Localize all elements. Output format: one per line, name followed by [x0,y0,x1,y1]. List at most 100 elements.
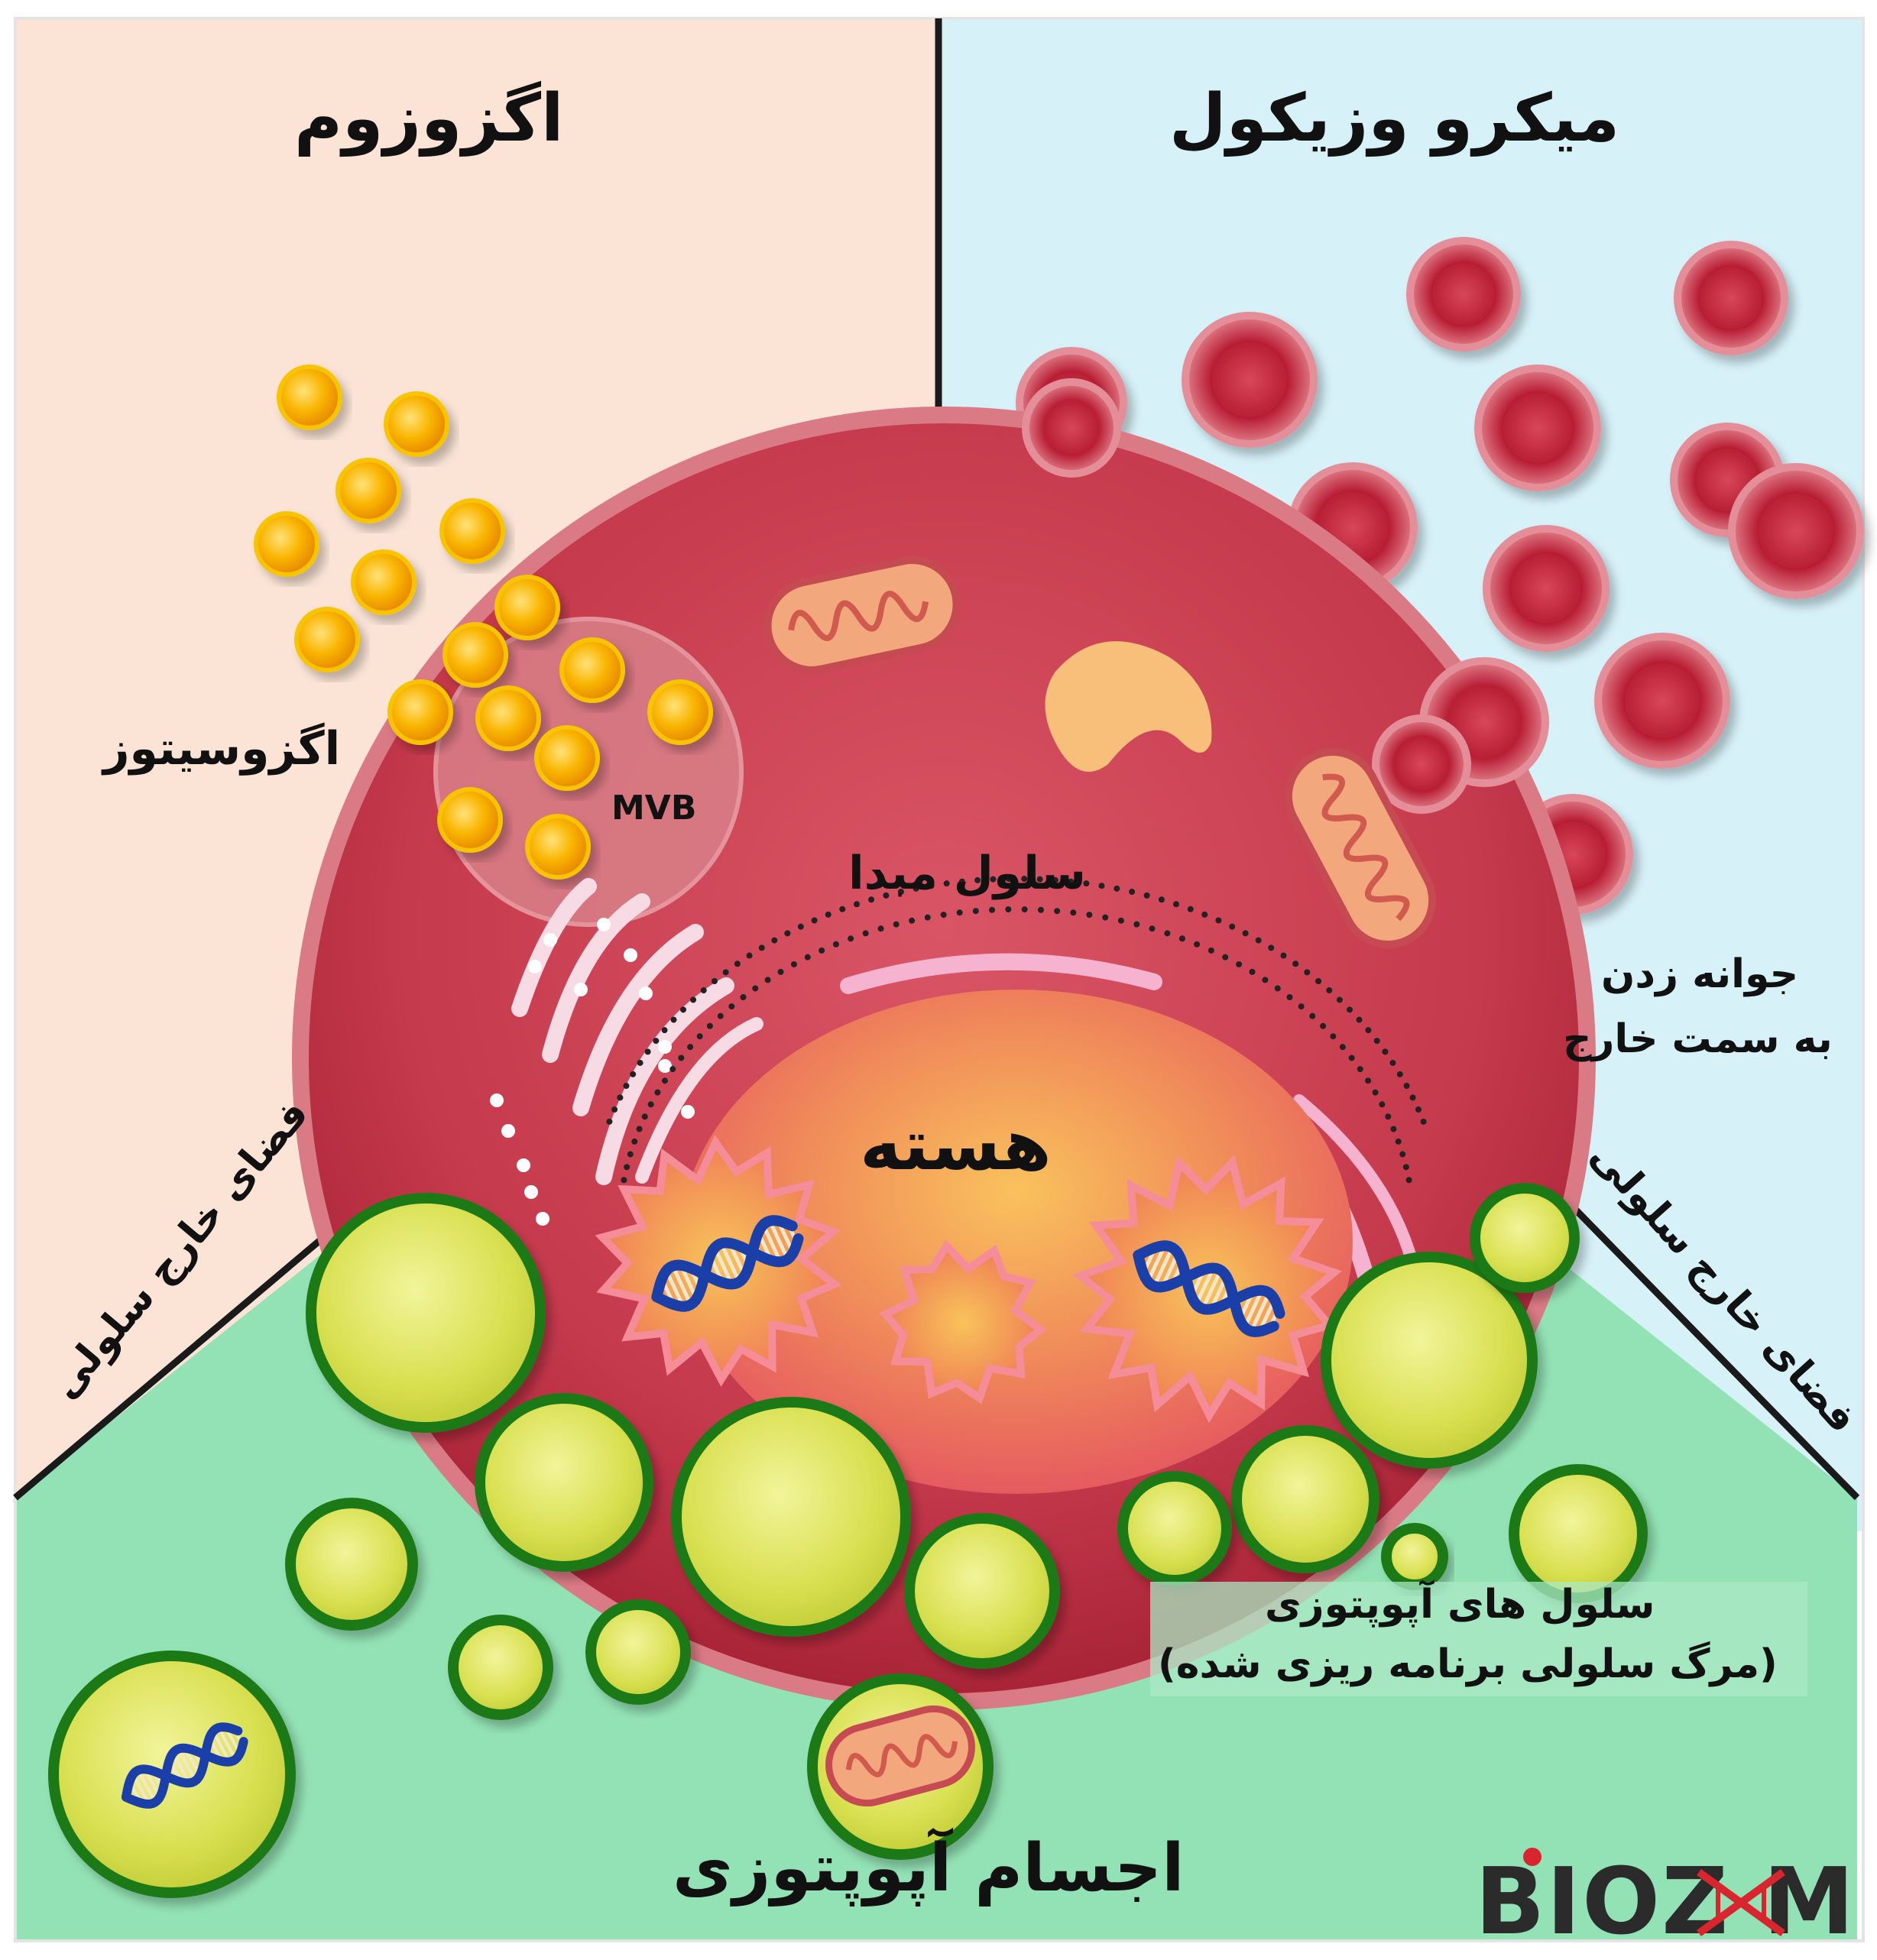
label-backing [1150,1582,1807,1696]
ribosome-a-57 [1320,1022,1327,1029]
ribosome-b-4 [623,1082,630,1089]
microvesicle-4 [1406,237,1521,352]
ribosome-a-11 [678,1055,685,1061]
golgi-vesicle-13 [597,918,611,931]
ribosome-b-43 [1129,889,1136,896]
ribosome-a-18 [752,985,759,992]
ribosome-a-17 [740,994,747,1001]
dna-rung [136,1769,157,1803]
ribosome-b-61 [1356,1016,1363,1023]
ribosome-b-8 [653,1038,660,1045]
ribosome-b-32 [958,878,965,885]
apoptotic-body-9 [1117,1471,1232,1586]
organelle-blob [1045,641,1212,772]
ribosome-b-64 [1382,1048,1389,1055]
dna-helix-right [1133,1240,1285,1337]
dna-strand-a [651,1233,804,1312]
exosome-6 [351,549,417,615]
dna-rung [177,1748,197,1782]
ribosome-b-65 [1389,1059,1396,1066]
golgi-vesicle-6 [524,1185,538,1199]
budding-label-line1: جوانه زدن [1601,951,1799,997]
ribosome-a-19 [764,977,771,983]
ribosome-a-62 [1365,1077,1372,1084]
ribosome-b-23 [825,911,832,918]
budding-vesicles [1022,378,1549,814]
microvesicle-10 [1594,633,1730,769]
ribosome-a-36 [1021,906,1028,913]
nucleus-label: هسته [860,1104,1052,1186]
nuclear-fragment-left [595,1135,842,1387]
ribosome-b-48 [1201,911,1208,918]
ribosome-a-24 [832,941,839,948]
ribosome-b-3 [617,1094,624,1101]
ribosome-b-19 [771,937,778,944]
ribosome-a-9 [661,1077,668,1084]
ribosome-a-56 [1309,1012,1316,1019]
ribosome-a-29 [909,917,916,924]
exocytosis-label: اگزوسیتوز [103,722,341,776]
ribosome-b-16 [734,961,741,967]
ribosome-b-42 [1114,885,1120,892]
apoptotic-body-7 [1470,1183,1580,1293]
exosome-11 [387,679,453,745]
mvb-label: MVB [611,789,697,828]
ribosome-a-5 [636,1126,643,1132]
ribosome-b-2 [611,1106,618,1113]
ribosome-a-58 [1330,1033,1337,1040]
mitochondrion-body [825,1705,975,1807]
ribosome-a-2 [624,1164,631,1171]
ribosome-b-10 [670,1016,677,1023]
ribosome-b-53 [1268,944,1275,951]
ribosome-b-67 [1403,1082,1410,1089]
ribosome-a-27 [877,925,884,932]
ribosome-a-44 [1149,925,1156,932]
microvesicle-6 [1474,364,1601,491]
golgi-vesicle-10 [658,1040,672,1054]
ribosome-b-15 [722,969,729,976]
exosome-7 [494,575,560,640]
microvesicle-7 [1728,463,1864,599]
ribosome-a-50 [1236,961,1243,967]
ribosome-a-68 [1399,1151,1406,1158]
apoptotic-bodies [48,1183,1648,1898]
exosomes [254,364,713,880]
ribosome-a-39 [1070,909,1077,916]
ribosome-b-39 [1068,878,1075,885]
ribosome-a-69 [1402,1164,1409,1171]
ribosome-b-34 [990,876,997,883]
ribosome-b-62 [1365,1027,1372,1034]
dna-strand-b [121,1722,243,1802]
apoptotic-cells-label-line1: سلول های آپوپتوزی [1265,1582,1655,1628]
ribosome-b-45 [1158,896,1165,903]
ribosome-b-69 [1415,1106,1422,1113]
ribosome-a-46 [1178,935,1185,942]
golgi-vesicle-1 [528,960,542,974]
budding-vesicle-3 [1372,714,1471,814]
ribosome-a-41 [1102,914,1109,921]
ribosome-a-20 [777,968,784,975]
apoptotic-body-12 [448,1615,553,1720]
ribosome-a-12 [687,1044,694,1051]
ribosome-b-22 [811,917,818,924]
dna-rung [212,1730,232,1763]
ribosome-a-64 [1379,1101,1386,1108]
nuclear-fragment-middle [879,1239,1047,1404]
ribosome-a-52 [1262,977,1269,983]
ribosome-a-26 [862,930,869,937]
ribosome-b-36 [1021,876,1028,883]
exosome-8 [294,607,360,672]
apoptotic-body-4 [671,1397,911,1637]
ribosome-b-18 [758,944,765,951]
dna-rung [719,1242,741,1283]
microvesicle-2 [1182,312,1318,448]
logo-dot-icon [1523,1848,1541,1866]
exosome-16 [525,814,591,880]
dna-strand-a [121,1737,248,1809]
budding-label-line2: به سمت خارج [1563,1016,1833,1062]
ribosome-b-26 [868,896,875,903]
exosome-5 [254,511,319,577]
ribosome-b-68 [1409,1094,1416,1101]
ribosome-a-54 [1286,994,1293,1001]
